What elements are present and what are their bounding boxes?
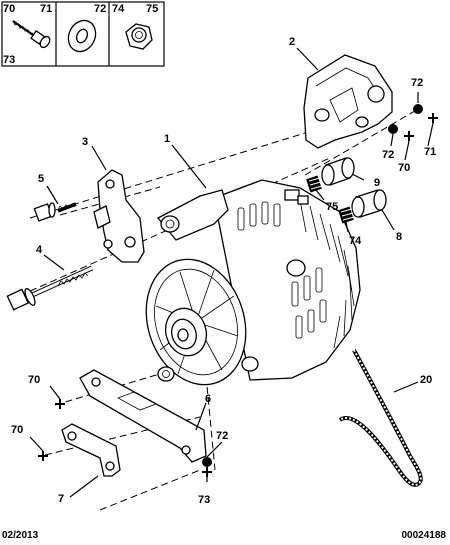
- lower-strap-bracket-part: [79, 369, 207, 463]
- callout-label: 6: [205, 393, 211, 405]
- callout-label: 72: [411, 77, 423, 89]
- inset-label: 70: [3, 3, 15, 15]
- inset-label: 75: [146, 3, 158, 15]
- inset-label: 74: [112, 3, 125, 15]
- nut-cross-icon: [428, 113, 438, 123]
- callout-label: 4: [36, 244, 43, 256]
- fastener-inset: 70 71 73 72 74 75: [1, 1, 165, 67]
- nut-cross-icon: [404, 131, 414, 141]
- short-bolt-part: [33, 202, 77, 222]
- callout-label: 9: [374, 177, 380, 189]
- nut-cross-icon: [55, 399, 65, 409]
- callout-label: 74: [349, 235, 362, 247]
- footer-date: 02/2013: [2, 530, 39, 541]
- bushing-part: [351, 189, 387, 218]
- callout-label: 5: [38, 173, 44, 185]
- callout-label: 8: [396, 231, 402, 243]
- inset-label: 72: [94, 3, 106, 15]
- mounting-bracket-part: [93, 169, 145, 263]
- sleeve-part: [306, 175, 323, 193]
- inset-label: 73: [3, 54, 15, 66]
- long-bolt-part: [6, 265, 94, 311]
- nut-cross-icon: [38, 451, 48, 461]
- washer-dot-icon: [202, 457, 212, 467]
- inset-label: 71: [40, 3, 52, 15]
- callout-label: 73: [198, 494, 210, 506]
- callout-label: 70: [11, 424, 23, 436]
- drive-belt-part: [338, 349, 423, 487]
- bushing-part: [321, 157, 355, 186]
- callout-label: 72: [216, 430, 228, 442]
- callout-label: 3: [82, 136, 88, 148]
- nut-cross-icon: [202, 467, 212, 477]
- callout-label: 70: [28, 374, 40, 386]
- callout-label: 7: [58, 493, 64, 505]
- callout-label: 70: [398, 162, 410, 174]
- nut-icon: [125, 23, 153, 50]
- screw-icon: [12, 20, 51, 49]
- callout-label: 20: [420, 374, 432, 386]
- rear-bracket-part: [303, 54, 393, 149]
- callout-label: 71: [424, 146, 436, 158]
- footer-reference: 00024188: [401, 530, 447, 541]
- callout-label: 1: [164, 133, 170, 145]
- callout-label: 2: [289, 36, 295, 48]
- callout-label: 72: [382, 149, 394, 161]
- callout-label: 75: [326, 201, 338, 213]
- washer-dot-icon: [388, 124, 398, 134]
- alternator-part: [145, 179, 361, 386]
- washer-dot-icon: [413, 104, 423, 114]
- lower-bracket-part: [61, 423, 121, 477]
- sleeve-part: [338, 206, 355, 224]
- washer-icon: [67, 19, 97, 53]
